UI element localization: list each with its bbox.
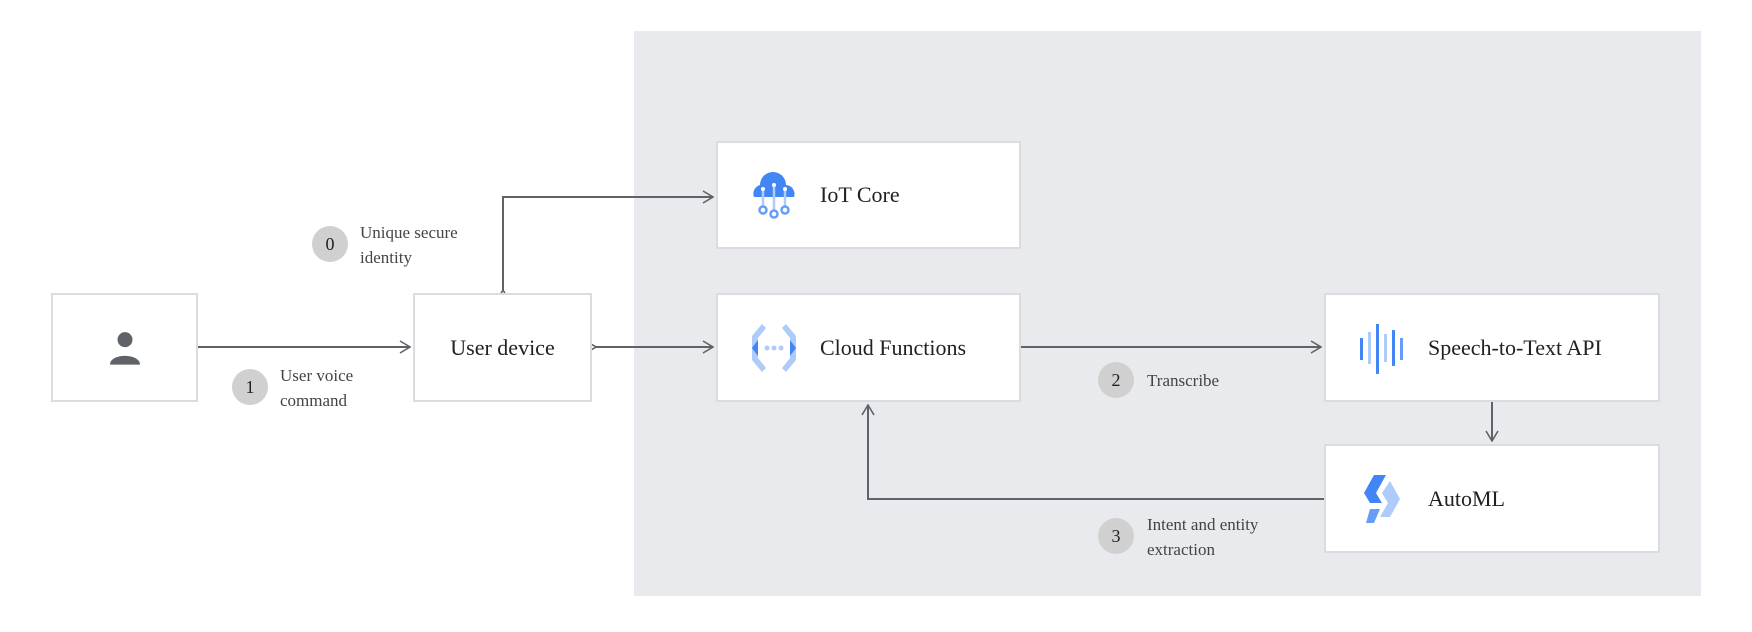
speech-to-text-label: Speech-to-Text API xyxy=(1428,334,1602,360)
automl-label: AutoML xyxy=(1428,485,1505,511)
arrow-device-iot xyxy=(503,197,713,290)
arrow-automl-to-functions xyxy=(868,405,1324,500)
iot-core-icon xyxy=(753,172,795,219)
cloud-functions-label: Cloud Functions xyxy=(820,334,967,360)
iot-core-label: IoT Core xyxy=(820,182,900,207)
speech-to-text-box: Speech-to-Text API xyxy=(1324,293,1660,402)
user-box xyxy=(51,293,198,402)
automl-icon xyxy=(1364,474,1400,523)
automl-box: AutoML xyxy=(1324,444,1660,553)
cloud-functions-box: Cloud Functions xyxy=(716,293,1021,402)
person-icon xyxy=(109,331,140,365)
iot-core-box: IoT Core xyxy=(716,141,1021,249)
step-badge-0: 0 xyxy=(312,226,348,262)
user-device-label: User device xyxy=(450,334,555,360)
step-badge-1: 1 xyxy=(232,369,268,405)
speech-to-text-icon xyxy=(1360,323,1403,374)
step-note-2: Transcribe xyxy=(1147,371,1220,390)
step-badge-2: 2 xyxy=(1098,362,1134,398)
user-device-box: User device xyxy=(413,293,592,402)
step-badge-3: 3 xyxy=(1098,518,1134,554)
cloud-functions-icon xyxy=(752,323,796,372)
